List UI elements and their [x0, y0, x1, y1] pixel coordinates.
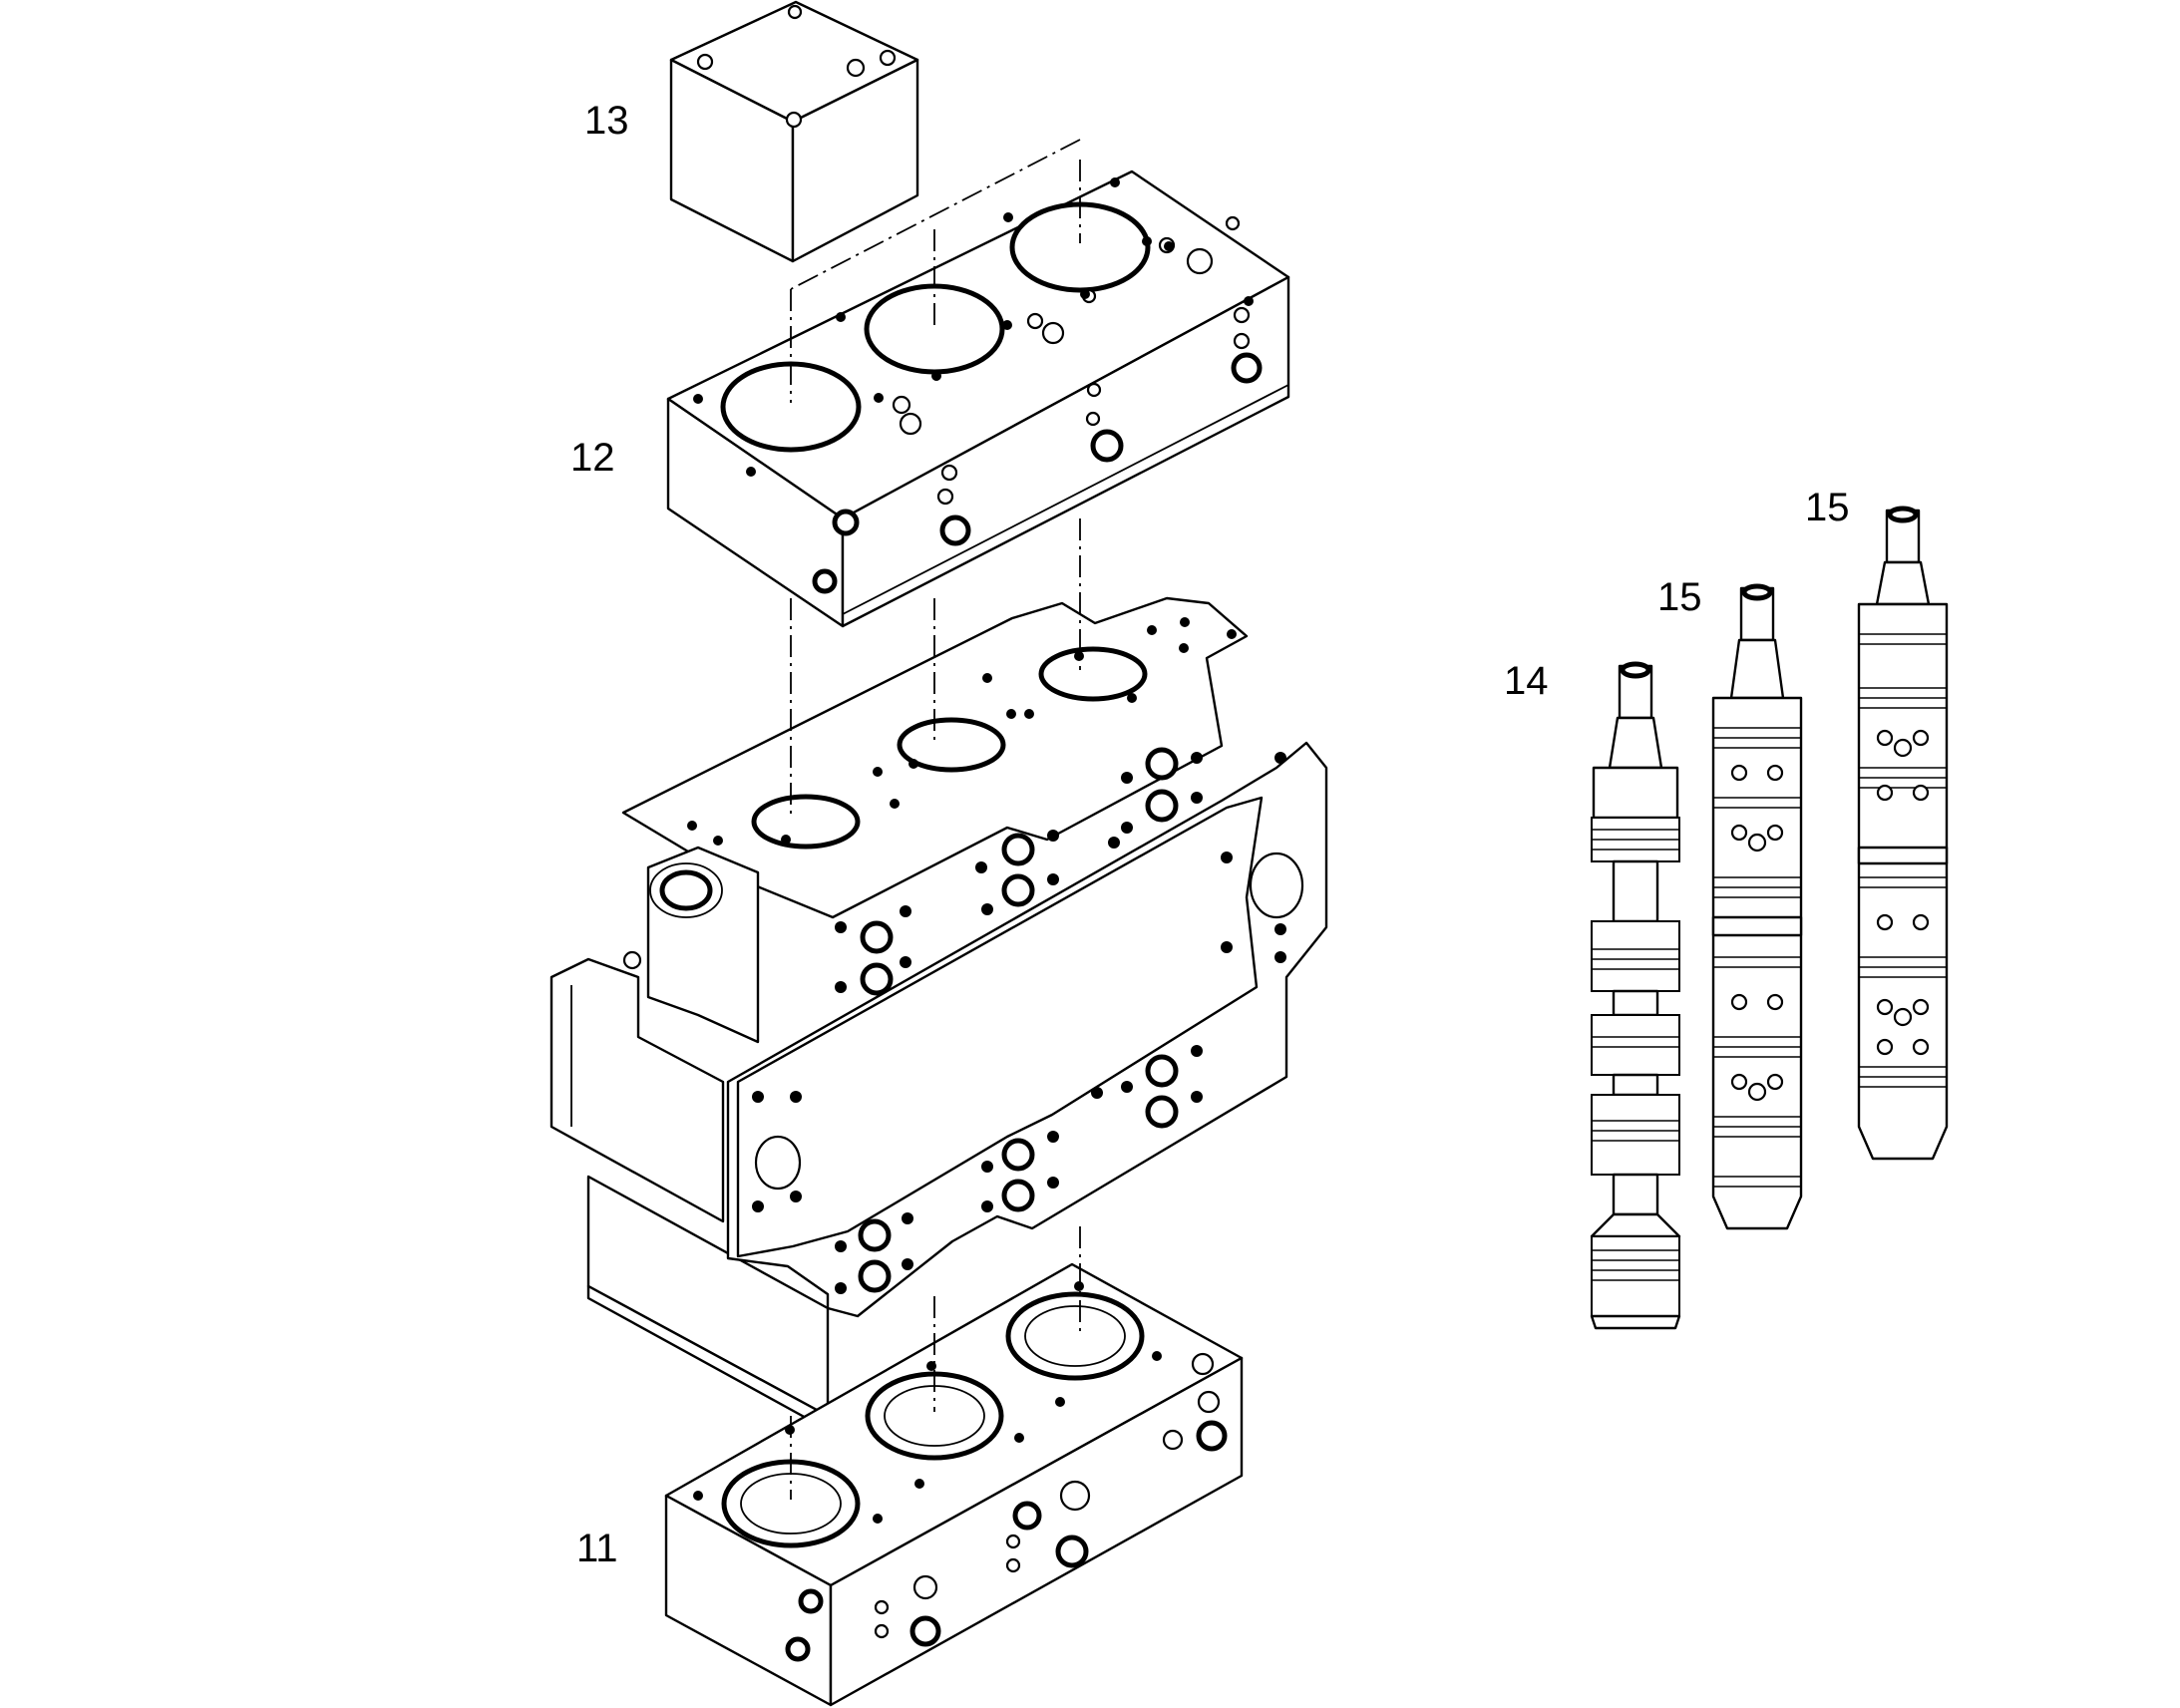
front-port-group [752, 747, 1304, 1294]
spool-14 [1590, 661, 1681, 1330]
assembly-center-lines [790, 139, 1081, 1500]
callout-15-right: 15 [1805, 486, 1850, 529]
callout-14: 14 [1504, 659, 1549, 703]
part-11-lower-manifold [664, 1262, 1244, 1707]
callout-13: 13 [584, 99, 629, 143]
spool-15-right [1857, 506, 1949, 1161]
callout-11: 11 [576, 1527, 618, 1570]
part-13-cap-block [669, 0, 919, 263]
main-valve-body [549, 596, 1328, 1432]
callout-15-middle: 15 [1657, 575, 1702, 619]
callout-12: 12 [570, 436, 615, 480]
spool-15-middle [1711, 583, 1803, 1230]
